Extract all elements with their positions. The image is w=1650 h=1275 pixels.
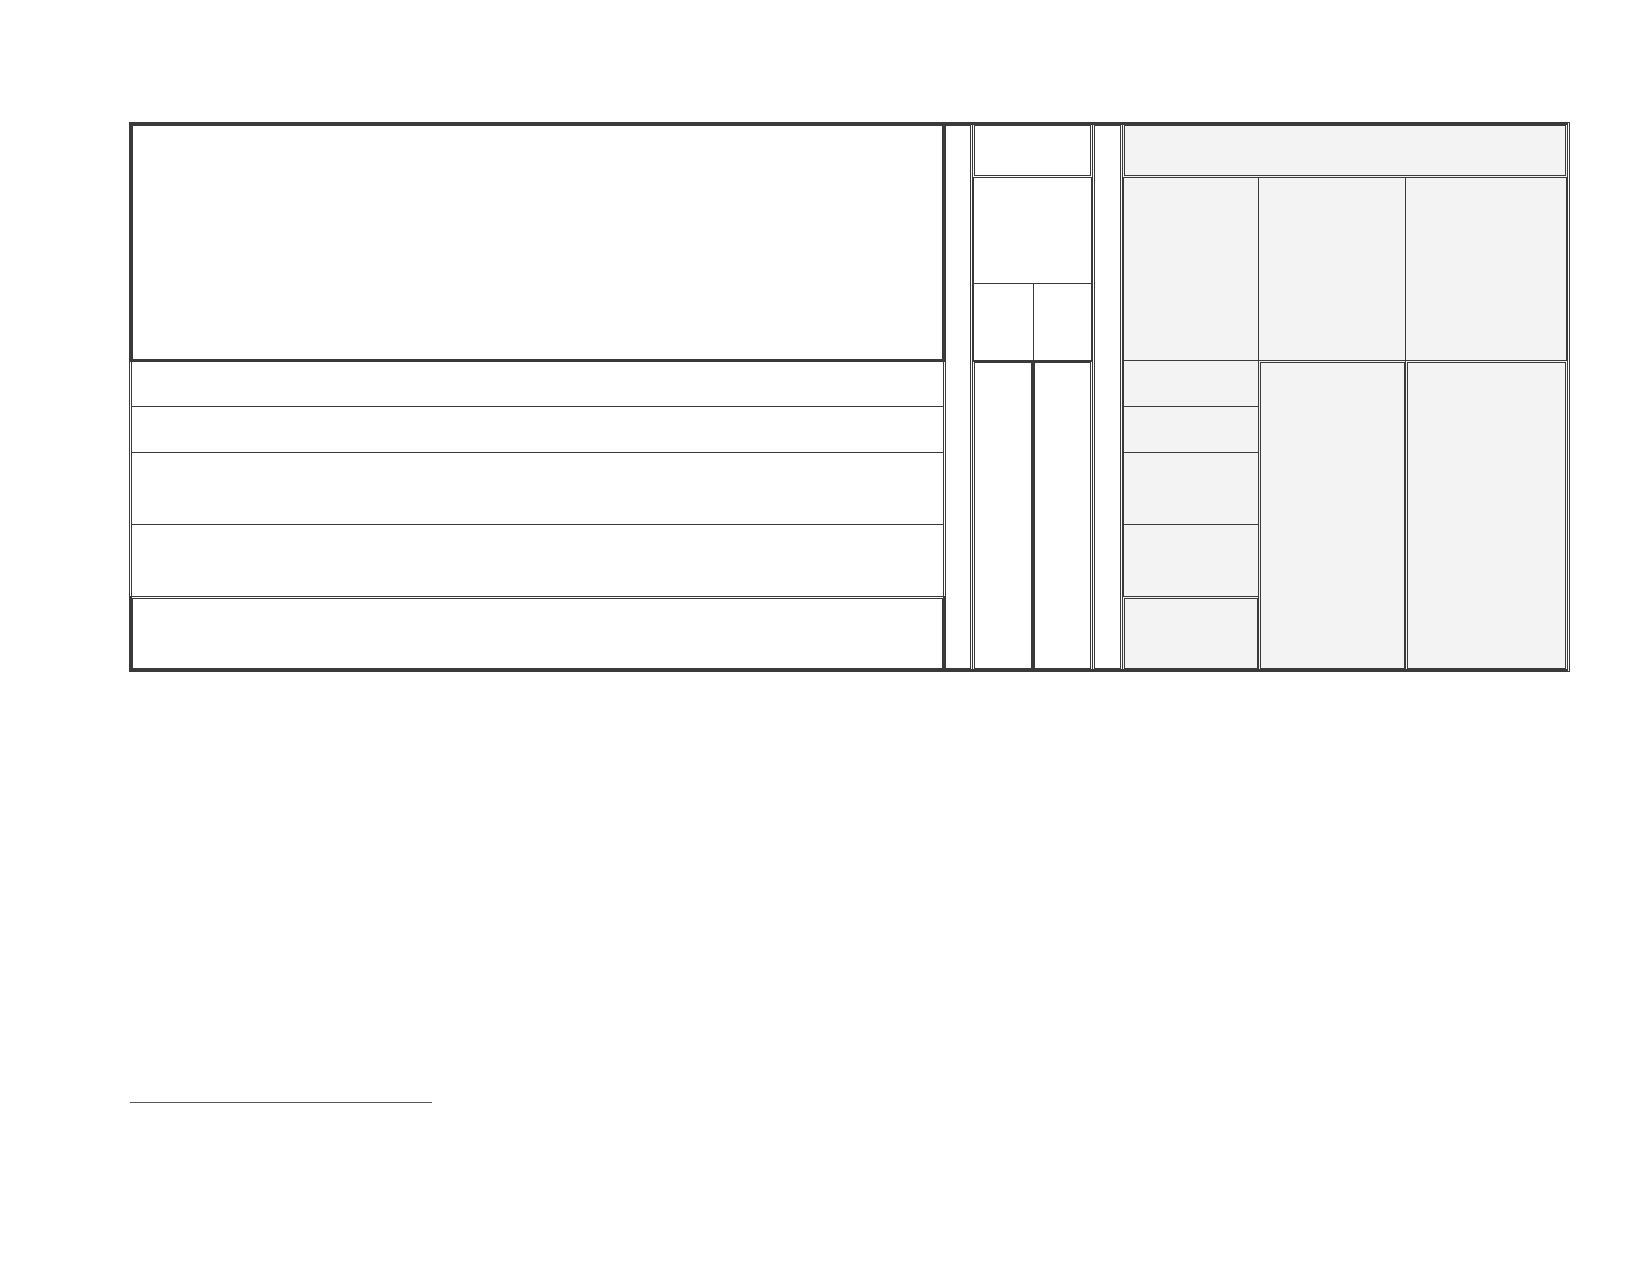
right-header-col-3 <box>1405 177 1567 362</box>
right-body-cell <box>1123 360 1259 407</box>
right-body-cell <box>1123 406 1259 453</box>
right-body-cell <box>1123 452 1259 525</box>
table-outer-border <box>129 122 1570 672</box>
right-body-cell <box>1123 524 1259 597</box>
right-body-merged-col-3 <box>1405 360 1568 671</box>
right-header-col-1 <box>1123 177 1259 362</box>
right-header-col-2 <box>1258 177 1406 362</box>
right-body-cell <box>1122 596 1260 671</box>
footnote-separator <box>130 1102 432 1103</box>
